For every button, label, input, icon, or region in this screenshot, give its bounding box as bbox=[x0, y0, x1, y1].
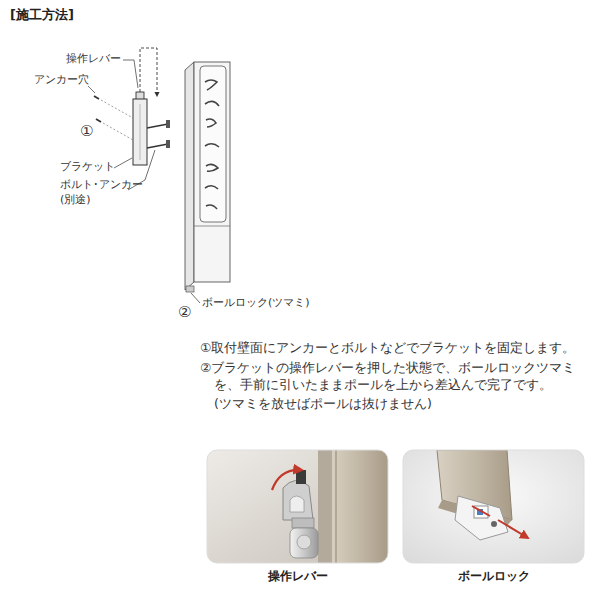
photo-panel: 操作レバー bbox=[207, 450, 388, 591]
part-name: ボルト･アンカー (別途) bbox=[60, 178, 148, 208]
photo-caption: ボールロック bbox=[403, 568, 584, 585]
part-name: アンカー穴 bbox=[34, 73, 89, 88]
callout-number: ② bbox=[178, 302, 191, 322]
instruction-note: ②ブラケットの操作レバーを押した状態で、ボールロックツマミを、手前に引いたままポ… bbox=[200, 360, 596, 394]
part-name: ボールロック(ツマミ) bbox=[202, 296, 310, 311]
photo-panel: ボールロック bbox=[403, 450, 584, 591]
photo-caption: 操作レバー bbox=[207, 568, 388, 585]
part-name: 操作レバー bbox=[66, 52, 121, 67]
part-name: ブラケット bbox=[60, 160, 115, 175]
section-title: [施工方法] bbox=[10, 6, 74, 24]
callout-number: ① bbox=[80, 121, 93, 141]
instruction-note: (ツマミを放せばポールは抜けません) bbox=[214, 396, 432, 413]
instruction-note: ①取付壁面にアンカーとボルトなどでブラケットを固定します。 bbox=[200, 340, 596, 357]
